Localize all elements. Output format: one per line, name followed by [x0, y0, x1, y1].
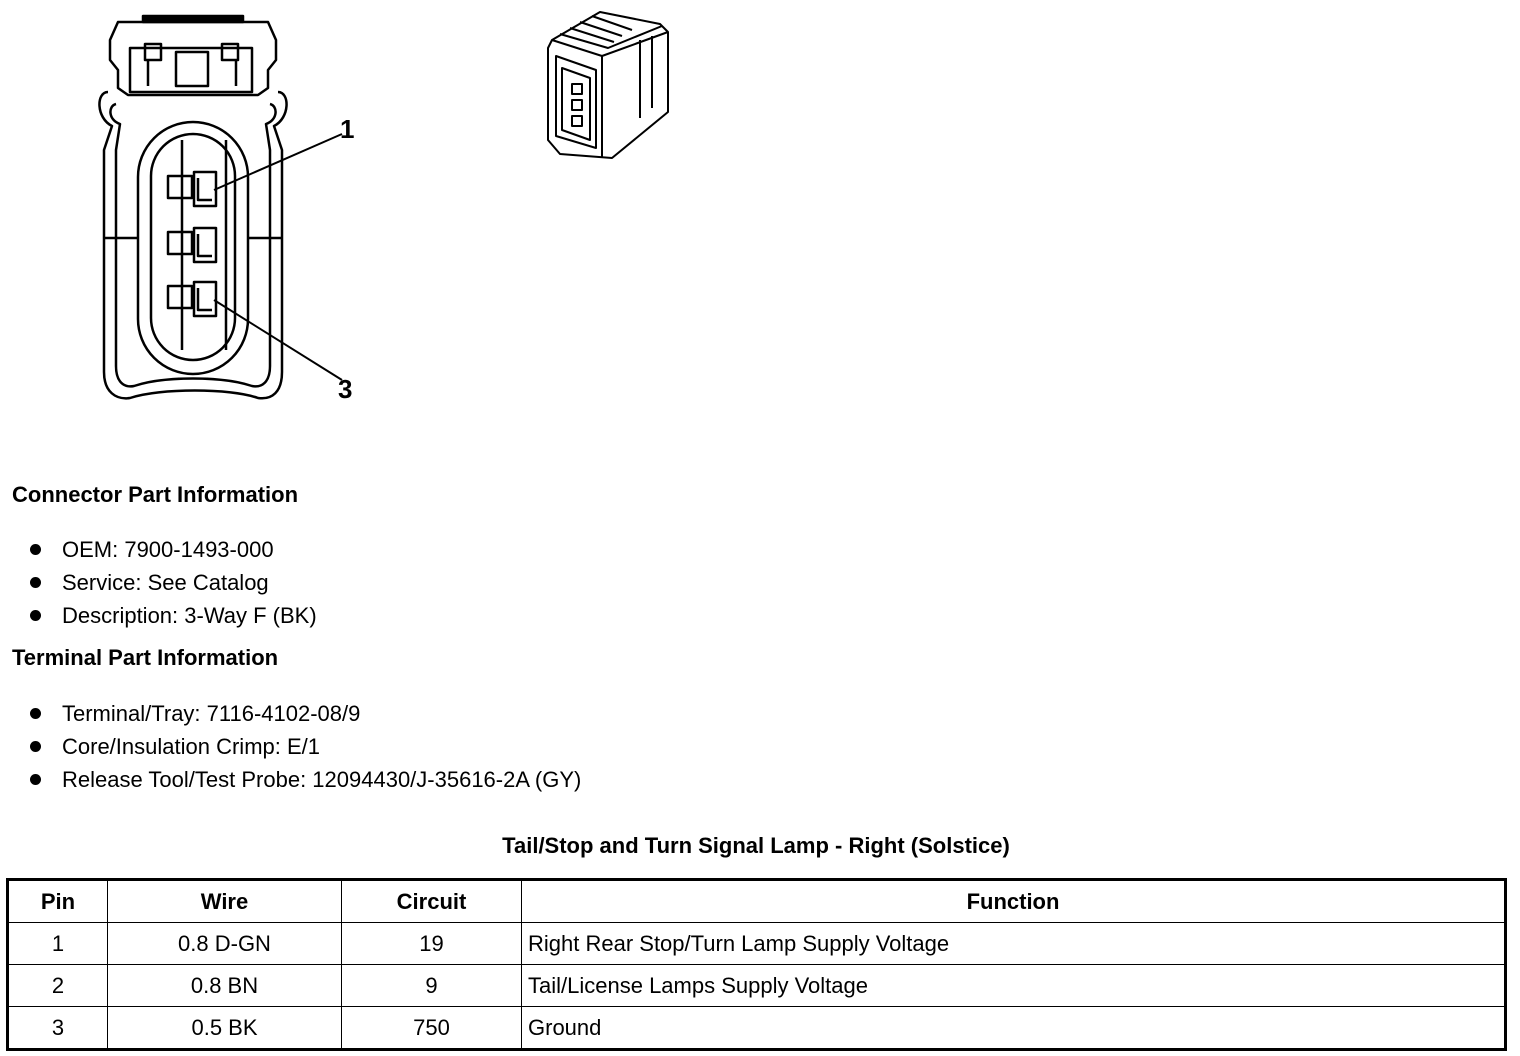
cell-circuit: 19 — [341, 922, 522, 965]
table-header-row: Pin Wire Circuit Function — [7, 879, 1506, 923]
connector-isometric-view-icon — [547, 11, 669, 159]
table-row: 2 0.8 BN 9 Tail/License Lamps Supply Vol… — [7, 964, 1506, 1007]
cell-pin: 3 — [7, 1006, 108, 1050]
list-item: Terminal/Tray: 7116-4102-08/9 — [28, 697, 581, 730]
list-item: Description: 3-Way F (BK) — [28, 599, 317, 632]
cell-wire: 0.8 BN — [107, 964, 342, 1007]
callout-1: 1 — [340, 114, 355, 144]
terminal-1-icon — [166, 170, 218, 208]
cell-pin: 2 — [7, 964, 108, 1007]
table-title: Tail/Stop and Turn Signal Lamp - Right (… — [502, 833, 1010, 858]
callout-3: 3 — [338, 374, 353, 404]
cell-function: Right Rear Stop/Turn Lamp Supply Voltage — [521, 922, 1506, 965]
column-header-wire: Wire — [107, 879, 342, 923]
cell-circuit: 750 — [341, 1006, 522, 1050]
list-item: Service: See Catalog — [28, 566, 317, 599]
cell-wire: 0.8 D-GN — [107, 922, 342, 965]
cell-wire: 0.5 BK — [107, 1006, 342, 1050]
column-header-function: Function — [521, 879, 1506, 923]
column-header-circuit: Circuit — [341, 879, 522, 923]
list-item: Release Tool/Test Probe: 12094430/J-3561… — [28, 763, 581, 796]
cell-function: Tail/License Lamps Supply Voltage — [521, 964, 1506, 1007]
connector-info-heading: Connector Part Information — [12, 482, 299, 507]
pin-table: Pin Wire Circuit Function 1 0.8 D-GN 19 … — [6, 878, 1507, 1051]
cell-function: Ground — [521, 1006, 1506, 1050]
terminal-info-list: Terminal/Tray: 7116-4102-08/9 Core/Insul… — [28, 697, 581, 796]
list-item: Core/Insulation Crimp: E/1 — [28, 730, 581, 763]
terminal-3-icon — [166, 280, 218, 318]
table-row: 3 0.5 BK 750 Ground — [7, 1006, 1506, 1050]
column-header-pin: Pin — [7, 879, 108, 923]
list-item: OEM: 7900-1493-000 — [28, 533, 317, 566]
terminal-info-heading: Terminal Part Information — [12, 645, 279, 670]
table-row: 1 0.8 D-GN 19 Right Rear Stop/Turn Lamp … — [7, 922, 1506, 965]
connector-face-view-icon — [98, 14, 343, 400]
terminal-2-icon — [166, 226, 218, 264]
cell-circuit: 9 — [341, 964, 522, 1007]
cell-pin: 1 — [7, 922, 108, 965]
connector-diagram — [98, 11, 669, 400]
connector-info-list: OEM: 7900-1493-000 Service: See Catalog … — [28, 533, 317, 632]
